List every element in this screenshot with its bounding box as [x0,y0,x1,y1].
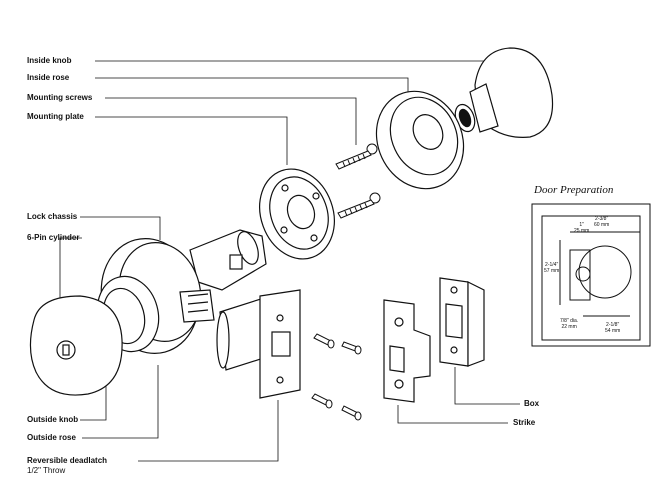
strike-screws [311,333,362,421]
leader-lock-chassis [80,216,161,240]
label-mounting-plate: Mounting plate [27,112,84,121]
label-throw: 1/2" Throw [27,466,66,475]
leader-box [454,367,520,405]
dim-2-1-4: 2-1/4"57 mm [544,262,560,274]
leader-strike [397,405,508,424]
dim-2-1-8: 2-1/8"54 mm [605,322,621,334]
door-preparation-title: Door Preparation [534,184,614,196]
inside-knob-part [454,47,554,138]
dim-2-3-8: 2-3/8"60 mm [594,216,610,228]
mounting-plate-part [259,168,335,260]
label-outside-knob: Outside knob [27,415,79,424]
leader-deadlatch [138,400,279,462]
box-part [439,277,485,367]
strike-plate-part [383,299,431,403]
mounting-screw-lower [337,192,381,219]
outside-knob-part [29,295,123,396]
label-inside-knob: Inside knob [27,56,72,65]
label-lock-chassis: Lock chassis [27,212,78,221]
leader-inside-knob [95,60,499,66]
deadlatch-part [216,289,301,399]
dim-7-8: 7/8" dia.22 mm [560,318,579,330]
inside-rose-part [375,90,465,190]
leader-inside-rose [95,77,409,92]
label-reversible-deadlatch: Reversible deadlatch [27,456,108,465]
label-inside-rose: Inside rose [27,73,70,82]
label-mounting-screws: Mounting screws [27,93,93,102]
mounting-screw-upper [335,143,378,170]
label-outside-rose: Outside rose [27,433,76,442]
label-strike: Strike [513,418,536,427]
leader-outside-knob [80,382,107,421]
door-preparation-panel [531,203,651,347]
leader-outside-rose [82,365,159,439]
label-six-pin-cylinder: 6-Pin cylinder [27,233,80,242]
dim-1in: 1"25 mm [574,222,590,234]
leader-mounting-screws [105,97,357,145]
leader-mounting-plate [95,116,288,165]
label-box: Box [524,399,540,408]
